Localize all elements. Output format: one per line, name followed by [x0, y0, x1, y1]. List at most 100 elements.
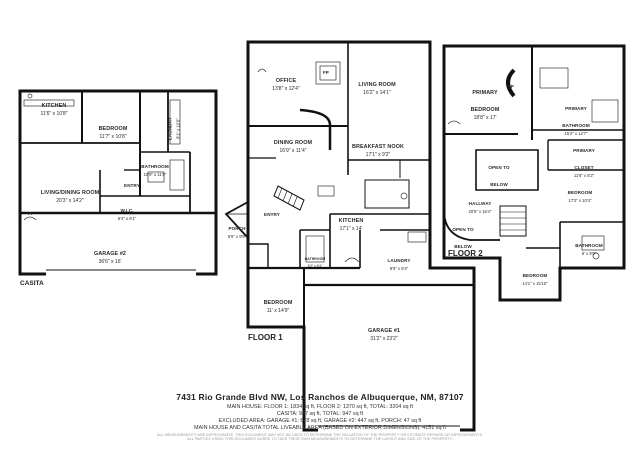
room-name: BEDROOM [98, 126, 128, 132]
floor1-title: FLOOR 1 [248, 333, 283, 342]
room-dims: 36'6" x 16' [98, 258, 122, 265]
floor1-living-room-label: LIVING ROOM 16'2" x 14'1" [352, 74, 402, 96]
room-dims: 8'1" x 10'0" [175, 118, 181, 139]
floor1-office-label: OFFICE 13'8" x 12'4" [264, 70, 308, 92]
casita-kitchen-label: KITCHEN 11'6" x 10'8" [30, 95, 78, 117]
floor2-primary-closet-label: PRIMARY CLOSET 11'6" x 5'2" [564, 140, 604, 178]
room-dims: 17'1" x 9'2" [365, 151, 391, 158]
room-name: PRIMARY BEDROOM [470, 90, 500, 113]
room-name: BEDROOM [263, 300, 293, 306]
floor1-dining-room-label: DINING ROOM 16'9" x 11'4" [270, 132, 316, 154]
property-summary: 7431 Rio Grande Blvd NW, Los Ranchos de … [0, 392, 640, 442]
floor1-bathroom-label: BATHROOM 5'2" x 8'4" [302, 248, 328, 268]
room-name: OPEN TO BELOW [488, 165, 510, 187]
floor1-entry-label: ENTRY [260, 204, 284, 221]
floor1-porch-label: PORCH 5'6" x 9'9" [224, 218, 250, 239]
floor1-garage-label: GARAGE #1 31'2" x 23'2" [356, 320, 412, 342]
casita-laundry-label: LAUNDRY 8'1" x 10'0" [159, 109, 180, 149]
room-name: PRIMARY CLOSET [573, 148, 595, 170]
casita-bathroom-label: BATHROOM 15'9" x 11'9" [140, 156, 170, 177]
room-name: LIVING/DINING ROOM [40, 190, 100, 196]
room-name: ENTRY [124, 183, 140, 188]
property-address: 7431 Rio Grande Blvd NW, Los Ranchos de … [176, 392, 464, 402]
floor2-walls [442, 44, 626, 302]
casita-bedroom-label: BEDROOM 11'7" x 10'8" [90, 118, 136, 140]
room-dims: 11'6" x 10'8" [40, 110, 68, 117]
room-name: ENTRY [264, 212, 280, 217]
room-name: BATHROOM [304, 257, 326, 261]
room-name: KITCHEN [338, 218, 364, 224]
floor2-fixtures [447, 67, 619, 260]
room-dims: 31'2" x 23'2" [370, 335, 398, 342]
excluded-area: EXCLUDED AREA: GARAGE #1: 678 sq ft, GAR… [218, 418, 422, 425]
disclaimer-line-2: ALL PARTIES USING THIS DOCUMENT AGREE TO… [187, 437, 453, 442]
room-name: OPEN TO BELOW [452, 227, 474, 249]
room-name: GARAGE #1 [367, 328, 401, 334]
room-name: OFFICE [275, 78, 297, 84]
room-dims: 8' x 9'9" [581, 250, 597, 256]
room-dims: 5'2" x 8'4" [307, 263, 323, 268]
floor2-open-to-below-label-2: OPEN TO BELOW [448, 219, 478, 253]
floor2-bathroom-label: BATHROOM 8' x 9'9" [574, 235, 604, 256]
room-name: GARAGE #2 [93, 251, 127, 257]
casita-walls [18, 89, 218, 276]
casita-title: CASITA [20, 280, 44, 287]
room-dims: 11'7" x 10'8" [99, 133, 127, 140]
room-dims: 16'9" x 11'4" [279, 147, 307, 154]
floor2-title: FLOOR 2 [448, 249, 483, 258]
room-name: KITCHEN [41, 103, 67, 109]
floor2-hallway-label: HALLWAY 20'5" x 15'4" [460, 193, 500, 214]
casita-living-dining-label: LIVING/DINING ROOM 20'3" x 14'2" [30, 182, 110, 204]
floor2-primary-bedroom-label: PRIMARY BEDROOM 18'8" x 17' [462, 82, 508, 121]
room-name: BEDROOM [567, 190, 593, 195]
room-name: PORCH [228, 226, 246, 231]
room-dims: 15'9" x 11'9" [143, 171, 167, 177]
casita-fixtures [23, 93, 185, 221]
floor2-fireplace-label: FP [508, 84, 514, 89]
room-dims: 5'6" x 9'9" [227, 233, 247, 239]
main-house-area: MAIN HOUSE: FLOOR 1: 1834 sq ft, FLOOR 2… [226, 404, 414, 410]
casita-fireplace-label: FP [28, 211, 34, 216]
room-name: BEDROOM [522, 273, 548, 278]
floor1-fireplace-label: FP [323, 70, 329, 75]
room-dims: 16'2" x 14'1" [363, 89, 391, 96]
room-dims: 17'2" x 10'4" [568, 197, 592, 203]
room-dims: 15'2" x 12'7" [564, 130, 588, 136]
room-name: BATHROOM [141, 164, 169, 169]
room-dims: 20'5" x 15'4" [468, 208, 492, 214]
floor2-primary-bathroom-label: PRIMARY BATHROOM 15'2" x 12'7" [556, 98, 596, 136]
room-name: PRIMARY BATHROOM [562, 106, 590, 128]
floor1-kitchen-label: KITCHEN 17'1" x 14' [336, 210, 366, 232]
room-name: DINING ROOM [273, 140, 313, 146]
disclaimer-line-1: ALL MEASUREMENTS ARE APPROXIMATE. THIS D… [156, 432, 484, 437]
room-name: W.I.C. [120, 208, 134, 213]
room-dims: 6'4" x 6'1" [117, 215, 137, 221]
room-dims: 13'8" x 12'4" [272, 85, 300, 92]
floor1-laundry-label: LAUNDRY 8'9" x 6'4" [384, 250, 414, 271]
casita-entry-label: ENTRY [122, 175, 142, 192]
room-dims: 11' x 14'9" [266, 307, 290, 314]
floor1-walls [224, 40, 476, 432]
room-dims: 11'6" x 5'2" [573, 172, 595, 178]
casita-area: CASITA: 947 sq ft, TOTAL: 947 sq ft [276, 411, 364, 418]
floor1-fixtures [257, 61, 427, 263]
floor1-bedroom-label: BEDROOM 11' x 14'9" [258, 292, 298, 314]
room-dims: 14'1" x 15'10" [522, 280, 548, 286]
room-dims: 17'1" x 14' [339, 225, 363, 232]
casita-garage-label: GARAGE #2 36'6" x 16' [80, 243, 140, 265]
room-name: LAUNDRY [387, 258, 411, 263]
floor2-bedroom-label: BEDROOM 17'2" x 10'4" [560, 182, 600, 203]
casita-wic-label: W.I.C. 6'4" x 6'1" [112, 200, 142, 221]
room-name: LIVING ROOM [358, 82, 396, 88]
floor2-bedroom-label-2: BEDROOM 14'1" x 15'10" [514, 265, 556, 286]
floor1-breakfast-nook-label: BREAKFAST NOOK 17'1" x 9'2" [350, 136, 406, 158]
floor2-open-to-below-label: OPEN TO BELOW [484, 157, 514, 191]
room-dims: 20'3" x 14'2" [56, 197, 84, 204]
room-dims: 18'8" x 17' [473, 114, 497, 121]
room-name: BREAKFAST NOOK [351, 144, 404, 150]
total-liveable-area: MAIN HOUSE AND CASITA TOTAL LIVEABLE ARE… [194, 425, 446, 432]
room-name: LAUNDRY [167, 117, 173, 141]
room-name: BATHROOM [575, 243, 603, 248]
room-dims: 8'9" x 6'4" [389, 265, 409, 271]
